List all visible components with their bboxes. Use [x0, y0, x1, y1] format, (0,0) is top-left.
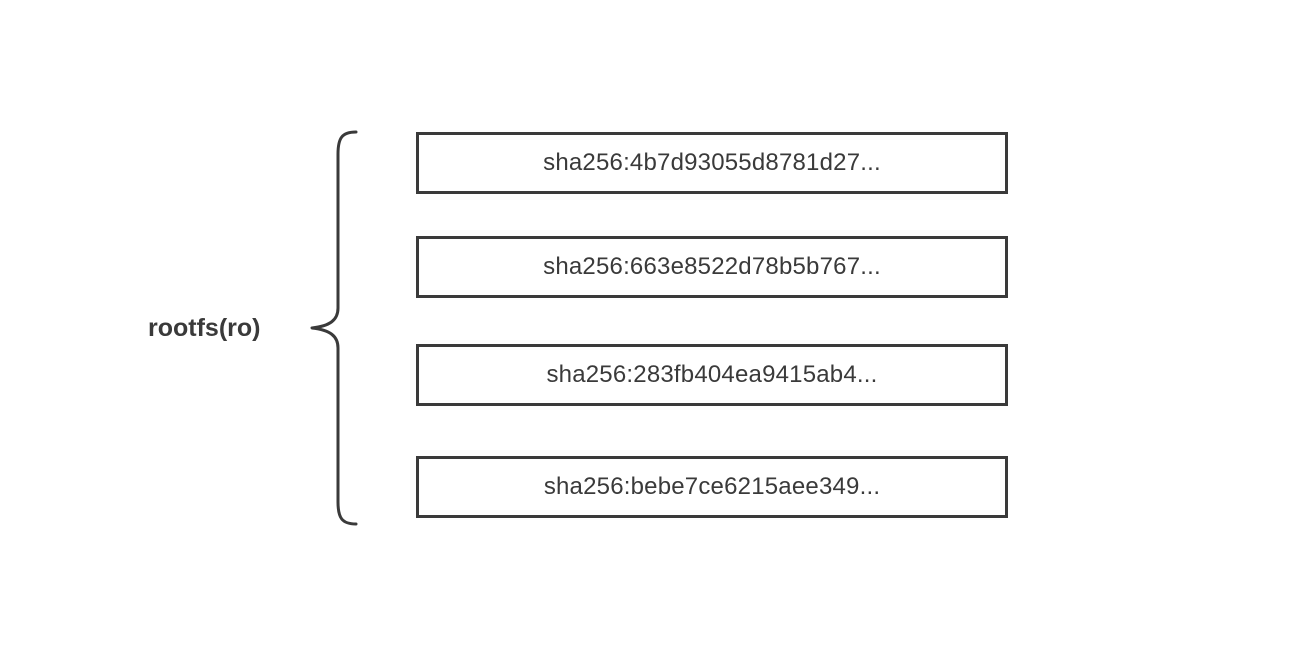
curly-brace-icon — [310, 130, 358, 526]
layer-digest: sha256:663e8522d78b5b767... — [543, 253, 881, 280]
layer-box: sha256:bebe7ce6215aee349... — [416, 456, 1008, 518]
layer-box: sha256:663e8522d78b5b767... — [416, 236, 1008, 298]
layer-digest: sha256:bebe7ce6215aee349... — [543, 473, 881, 500]
layer-box: sha256:4b7d93055d8781d27... — [416, 132, 1008, 194]
rootfs-label: rootfs(ro) — [148, 314, 261, 342]
layer-box: sha256:283fb404ea9415ab4... — [416, 344, 1008, 406]
layer-digest: sha256:283fb404ea9415ab4... — [546, 361, 878, 388]
layer-digest: sha256:4b7d93055d8781d27... — [543, 149, 881, 176]
